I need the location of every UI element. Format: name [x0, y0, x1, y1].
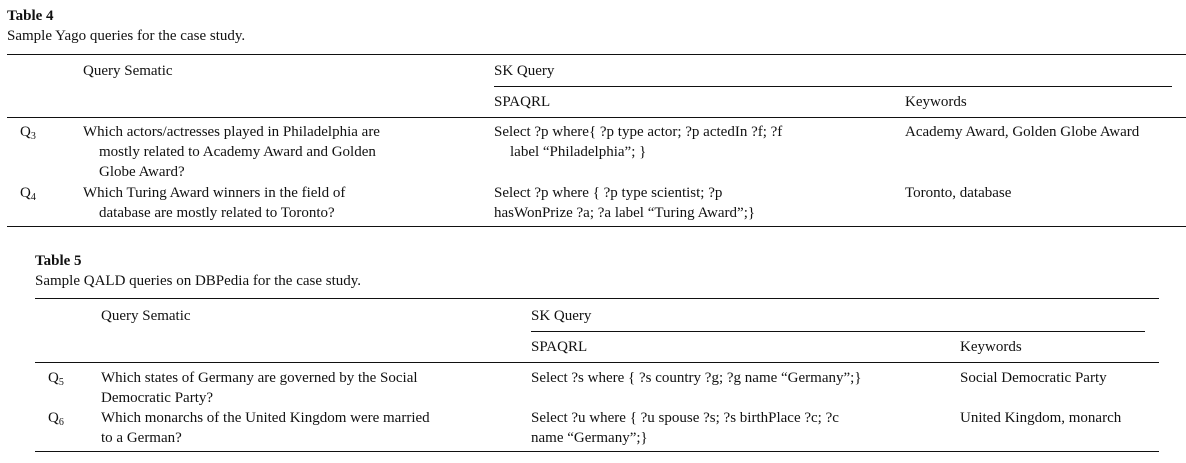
table-5-header-keywords: Keywords [960, 339, 1022, 355]
semantic-line: mostly related to Academy Award and Gold… [99, 144, 376, 160]
table-4-header-query-semantic: Query Sematic [83, 63, 173, 79]
semantic-line: to a German? [101, 430, 182, 446]
table-5-caption-text: Sample QALD queries on DBPedia for the c… [35, 273, 362, 289]
row-id: Q5 [48, 370, 64, 388]
table-4-header-keywords: Keywords [905, 94, 967, 110]
semantic-line: Democratic Party? [101, 390, 214, 406]
keywords-cell: Social Democratic Party [960, 370, 1107, 386]
table-4-caption-text: Sample Yago queries for the case study. [7, 28, 246, 44]
table-5-header-rule [35, 362, 1159, 363]
table-5-caption-label: Table 5 [35, 253, 82, 269]
semantic-line: database are mostly related to Toronto? [99, 205, 335, 221]
table-4-top-rule [7, 54, 1186, 55]
table-4-header-sk-query: SK Query [494, 63, 555, 79]
semantic-line: Which Turing Award winners in the field … [83, 185, 346, 201]
sparql-line: hasWonPrize ?a; ?a label “Turing Award”;… [494, 205, 756, 221]
semantic-line: Which states of Germany are governed by … [101, 370, 418, 386]
sparql-line: Select ?p where { ?p type scientist; ?p [494, 185, 723, 201]
table-5-top-rule [35, 298, 1159, 299]
sparql-line: Select ?s where { ?s country ?g; ?g name… [531, 370, 862, 386]
semantic-line: Globe Award? [99, 164, 185, 180]
table-5-header-spaqrl: SPAQRL [531, 339, 588, 355]
row-id: Q6 [48, 410, 64, 428]
table-5-bottom-rule [35, 451, 1159, 452]
keywords-cell: Toronto, database [905, 185, 1012, 201]
sparql-line: Select ?p where{ ?p type actor; ?p acted… [494, 124, 783, 140]
row-id: Q3 [20, 124, 36, 142]
keywords-cell: United Kingdom, monarch [960, 410, 1122, 426]
table-5-header-sk-query: SK Query [531, 308, 592, 324]
table-5-sk-query-rule [531, 331, 1145, 332]
sparql-line: name “Germany”;} [531, 430, 648, 446]
table-4-header-spaqrl: SPAQRL [494, 94, 551, 110]
table-4-caption-label: Table 4 [7, 8, 54, 24]
keywords-cell: Academy Award, Golden Globe Award [905, 124, 1140, 140]
sparql-line: label “Philadelphia”; } [510, 144, 647, 160]
sparql-line: Select ?u where { ?u spouse ?s; ?s birth… [531, 410, 839, 426]
row-id: Q4 [20, 185, 36, 203]
table-4-bottom-rule [7, 226, 1186, 227]
table-5-header-query-semantic: Query Sematic [101, 308, 191, 324]
semantic-line: Which monarchs of the United Kingdom wer… [101, 410, 430, 426]
table-4-sk-query-rule [494, 86, 1172, 87]
semantic-line: Which actors/actresses played in Philade… [83, 124, 380, 140]
table-4-header-rule [7, 117, 1186, 118]
